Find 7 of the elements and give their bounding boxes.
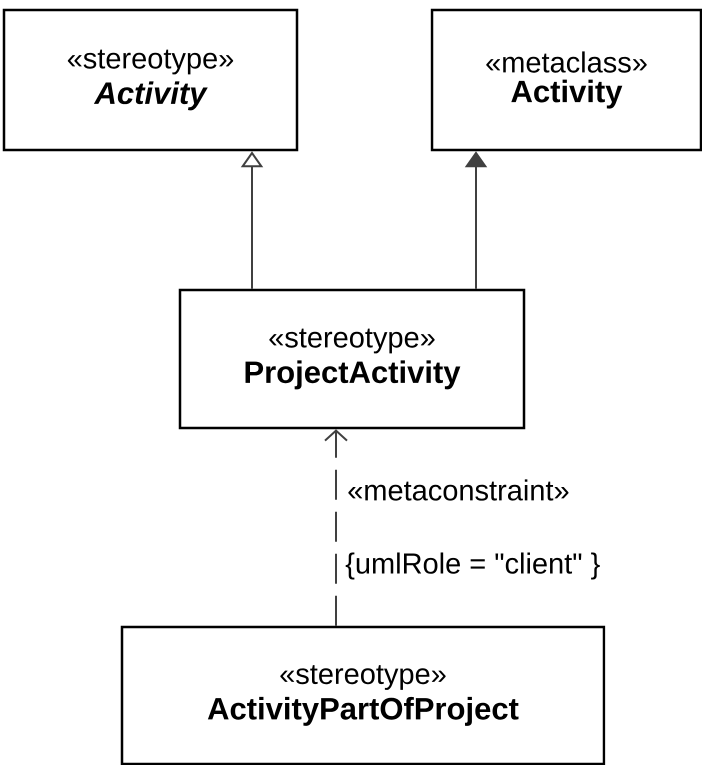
constraint-label: {umlRole = "client" } <box>344 551 602 581</box>
class-box: «stereotype» ActivityPartOfProject <box>120 626 606 765</box>
edge-label: «metaconstraint» <box>346 478 571 502</box>
class-box: «stereotype» Activity <box>2 8 298 152</box>
arrow <box>324 429 348 626</box>
class-box: «stereotype» ProjectActivity <box>178 288 526 430</box>
class-box: «metaclass» Activity <box>430 8 702 152</box>
